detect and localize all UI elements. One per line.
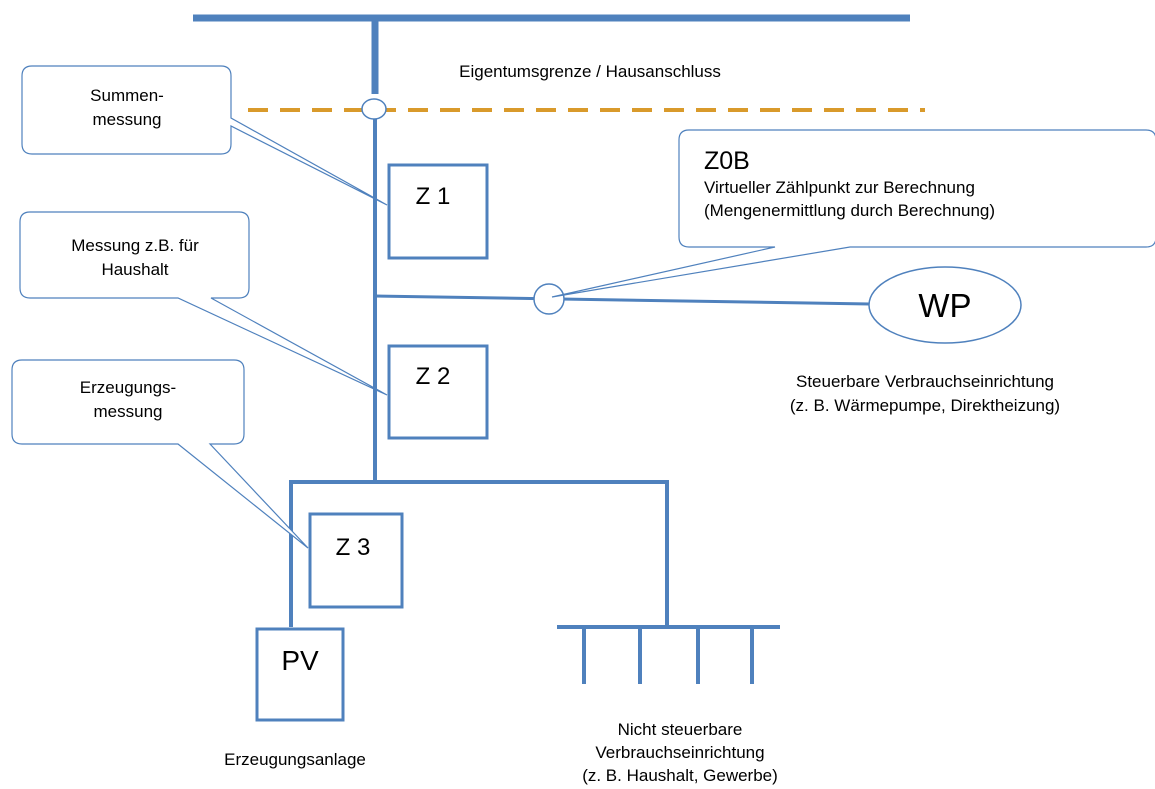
callout-haushalt: Messung z.B. für Haushalt bbox=[22, 234, 248, 282]
wp-label: WP bbox=[918, 287, 972, 324]
callout-haushalt-shape bbox=[19, 211, 388, 396]
pv-label: PV bbox=[281, 645, 319, 676]
pv-caption: Erzeugungsanlage bbox=[224, 750, 366, 769]
meter-z3-box bbox=[308, 512, 404, 609]
callout-z0b: Z0B Virtueller Zählpunkt zur Berechnung … bbox=[704, 146, 1144, 222]
wp-branch-line bbox=[374, 294, 871, 306]
meter-z2-label: Z 2 bbox=[415, 363, 451, 390]
meter-z1-box bbox=[387, 163, 489, 260]
callout-z0b-line2: (Mengenermittlung durch Berechnung) bbox=[704, 201, 996, 220]
callout-z0b-title: Z0B bbox=[704, 147, 750, 175]
consumers-caption-line1: Nicht steuerbare bbox=[617, 720, 743, 739]
callout-haushalt-line1: Messung z.B. für bbox=[71, 236, 199, 255]
wp-caption-line1: Steuerbare Verbrauchseinrichtung bbox=[796, 372, 1054, 391]
wp-ellipse bbox=[868, 266, 1022, 344]
meter-z2-box bbox=[387, 344, 489, 440]
meter-z1-label: Z 1 bbox=[415, 183, 451, 210]
callout-z0b-shape bbox=[551, 129, 1155, 298]
meter-z3-label: Z 3 bbox=[335, 534, 371, 561]
summation-point bbox=[361, 98, 387, 120]
property-boundary-label: Eigentumsgrenze / Hausanschluss bbox=[459, 62, 721, 81]
consumers-caption-line2: Verbrauchseinrichtung bbox=[595, 743, 765, 762]
callout-z0b-line1: Virtueller Zählpunkt zur Berechnung bbox=[704, 178, 975, 197]
callout-haushalt-line2: Haushalt bbox=[101, 260, 169, 279]
consumers-caption-line3: (z. B. Haushalt, Gewerbe) bbox=[582, 766, 778, 785]
callout-erzeugung-line1: Erzeugungs- bbox=[79, 378, 177, 397]
consumers-caption: Nicht steuerbare Verbrauchseinrichtung (… bbox=[560, 718, 800, 787]
callout-summen-line1: Summen- bbox=[90, 86, 164, 105]
callout-erzeugung-shape bbox=[11, 359, 309, 549]
callout-erzeugung-line2: messung bbox=[93, 402, 163, 421]
callout-summen-line2: messung bbox=[92, 110, 162, 129]
pv-box bbox=[255, 627, 345, 722]
callout-summen: Summen- messung bbox=[32, 84, 222, 132]
wp-caption: Steuerbare Verbrauchseinrichtung (z. B. … bbox=[740, 370, 1110, 418]
callout-summen-shape bbox=[21, 65, 388, 206]
callout-erzeugung: Erzeugungs- messung bbox=[14, 376, 242, 424]
wp-caption-line2: (z. B. Wärmepumpe, Direktheizung) bbox=[789, 396, 1061, 415]
virtual-meter-point bbox=[533, 283, 565, 315]
